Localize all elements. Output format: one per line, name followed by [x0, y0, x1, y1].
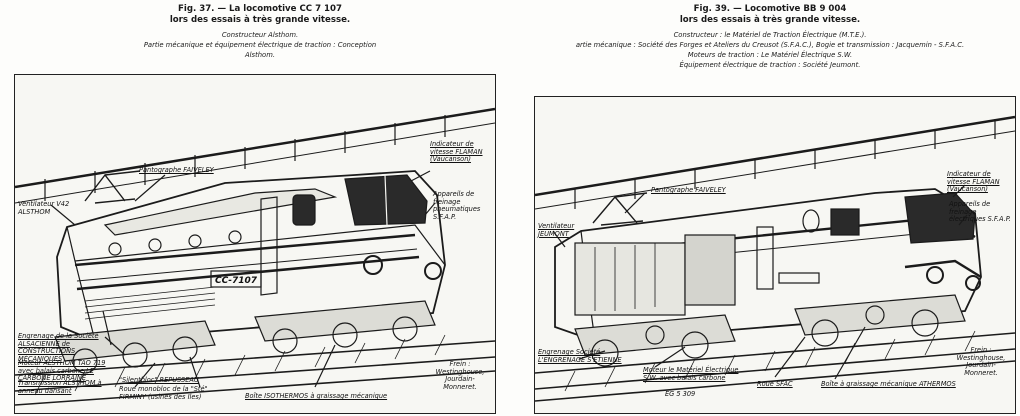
label-fan: Ventilateur JEUMONT [538, 222, 575, 238]
figure-37-credit: Partie mécanique et équipement électriqu… [143, 41, 377, 59]
cc7107-locomotive-drawing: CC-7107 [15, 107, 495, 406]
label-axlebox: Boîte ISOTHERMOS à graissage mécanique [245, 392, 388, 400]
label-brake: Frein : Westinghouse, Jourdain-Monneret. [435, 360, 485, 391]
label-brake-devices: Appareils de freinage électriques S.F.A.… [949, 200, 1011, 224]
figure-37-builder: Constructeur Alsthom. [221, 31, 299, 39]
label-motor: Moteur ALSTHOM TAO 719 avec balais carbo… [18, 359, 106, 383]
label-wheel: Roue SFAC [757, 380, 793, 388]
cc7107-number-plate: CC-7107 [215, 276, 258, 286]
label-motor-ref: EG 5 309 [665, 390, 696, 398]
label-gear: Engrenage de la Société ALSACIENNE de CO… [18, 332, 99, 363]
label-silentbloc: "Silentbloc" REPUSSEAU [119, 376, 199, 384]
bb9004-locomotive-drawing [535, 115, 1015, 402]
figure-39-credit-3: Moteurs de traction : Le Matériel Électr… [687, 51, 853, 59]
label-wheel: Roue monobloc de la "Sté" FIRMINY (usine… [119, 385, 208, 401]
label-pantograph: Pantographe FAIVELEY [651, 186, 726, 194]
figure-39-panel: Fig. 39. — Locomotive BB 9 004 lors des … [510, 0, 1020, 416]
label-axlebox: Boîte à graissage mécanique ATHERMOS [821, 380, 956, 388]
figure-39-credit-4: Équipement électrique de traction : Soci… [679, 61, 861, 69]
label-brake: Frein : Westinghouse, Jourdain-Monneret. [956, 346, 1006, 377]
label-fan: Ventilateur V42 ALSTHOM [18, 200, 70, 216]
figure-37-title: Fig. 37. — La locomotive CC 7 107 [178, 4, 342, 14]
label-brake-devices: Appareils de freinage pneumatiques S.F.A… [433, 190, 481, 221]
label-pantograph: Pantographe FAIVELEY [139, 166, 214, 174]
figure-39-credit-1: Constructeur : le Matériel de Traction É… [673, 31, 867, 39]
figure-37-illustration: CC-7107 Pantographe FAIVELEY Ventilateur… [14, 74, 496, 414]
figure-39-caption: Fig. 39. — Locomotive BB 9 004 lors des … [550, 4, 990, 70]
label-speed-indicator: Indicateur de vitesse FLAMAN (Vaucanson) [430, 140, 483, 164]
figure-37-caption: Fig. 37. — La locomotive CC 7 107 lors d… [130, 4, 390, 60]
figure-37-panel: Fig. 37. — La locomotive CC 7 107 lors d… [14, 4, 496, 414]
figure-39-credit-2: artie mécanique : Société des Forges et … [575, 41, 965, 49]
label-speed-indicator: Indicateur de vitesse FLAMAN (Vaucanson) [947, 170, 1000, 194]
label-transmission: Transmission ALSTHOM à anneau dansant [18, 379, 102, 395]
figure-39-illustration: Pantographe FAIVELEY Ventilateur JEUMONT… [534, 96, 1016, 414]
label-gear: Engrenage Société L'ENGRENAGE S'ETIENNE [538, 348, 622, 364]
figure-39-title: Fig. 39. — Locomotive BB 9 004 [693, 4, 847, 14]
figure-37-subtitle: lors des essais à très grande vitesse. [169, 15, 351, 25]
figure-39-subtitle: lors des essais à très grande vitesse. [679, 15, 861, 25]
label-motor: Moteur le Matériel Électrique S.W. avec … [643, 366, 739, 382]
